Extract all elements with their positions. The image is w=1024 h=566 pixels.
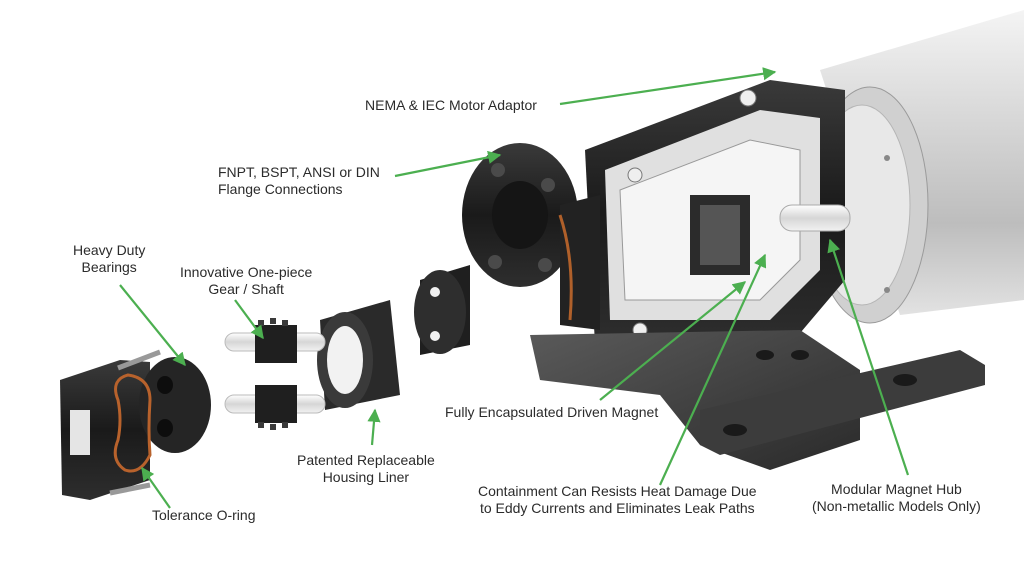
label-magnet-hub: Modular Magnet Hub (Non-metallic Models … [812, 481, 981, 515]
label-bearings-line1: Heavy Duty [73, 242, 146, 258]
label-magnet-hub-line2: (Non-metallic Models Only) [812, 498, 981, 514]
leader-arrows [119, 67, 910, 509]
label-flange: FNPT, BSPT, ANSI or DIN Flange Connectio… [218, 164, 380, 198]
label-motor-adaptor-text: NEMA & IEC Motor Adaptor [365, 97, 537, 113]
arrow-magnet-hub [827, 238, 910, 476]
arrow-driven-magnet [599, 281, 747, 401]
label-liner-line2: Housing Liner [322, 469, 410, 485]
label-oring-text: Tolerance O-ring [152, 507, 256, 523]
motor-adaptor [585, 80, 851, 345]
arrow-oring [141, 466, 171, 509]
arrow-bearings [119, 284, 186, 367]
base-plate [530, 330, 985, 470]
label-driven-magnet-text: Fully Encapsulated Driven Magnet [445, 404, 659, 420]
label-oring: Tolerance O-ring [152, 507, 256, 524]
label-driven-magnet: Fully Encapsulated Driven Magnet [445, 404, 658, 421]
flange [462, 143, 600, 330]
label-bearings: Heavy Duty Bearings [73, 242, 145, 276]
label-liner-line1: Patented Replaceable [297, 452, 435, 468]
arrow-containment [658, 253, 767, 486]
arrow-gear-shaft [234, 299, 264, 340]
bearing-block [414, 265, 470, 355]
housing-liner [317, 300, 400, 410]
label-gear-shaft: Innovative One-piece Gear / Shaft [180, 264, 312, 298]
label-containment-line1: Containment Can Resists Heat Damage Due [478, 483, 757, 499]
end-bearing [60, 349, 211, 500]
label-containment-line2: to Eddy Currents and Eliminates Leak Pat… [479, 500, 755, 516]
label-liner: Patented Replaceable Housing Liner [297, 452, 435, 486]
label-gear-shaft-line1: Innovative One-piece [180, 264, 313, 280]
arrow-motor-adaptor [559, 67, 777, 106]
label-bearings-line2: Bearings [81, 259, 137, 275]
label-magnet-hub-line1: Modular Magnet Hub [831, 481, 962, 497]
label-motor-adaptor: NEMA & IEC Motor Adaptor [365, 97, 537, 114]
arrow-flange [394, 150, 502, 178]
arrow-liner [367, 408, 381, 446]
label-containment: Containment Can Resists Heat Damage Due … [478, 483, 757, 517]
label-flange-line2: Flange Connections [218, 181, 343, 197]
label-gear-shaft-line2: Gear / Shaft [208, 281, 284, 297]
label-flange-line1: FNPT, BSPT, ANSI or DIN [218, 164, 380, 180]
gear-shaft [224, 318, 326, 430]
